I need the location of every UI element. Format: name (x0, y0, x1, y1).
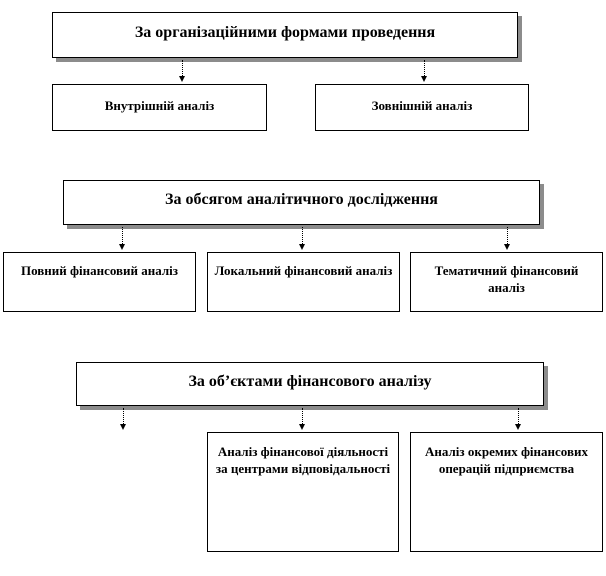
header-label: За об’єктами фінансового аналізу (188, 372, 432, 390)
box-external-analysis: Зовнішній аналіз (315, 84, 529, 131)
box-label: Зовнішній аналіз (371, 98, 473, 113)
box-internal-analysis: Внутрішній аналіз (52, 84, 267, 131)
box-responsibility-centers: Аналіз фінансової діяльності за центрами… (207, 432, 399, 552)
connector-line (424, 60, 425, 76)
box-label: Тематичний фінансовий аналіз (434, 263, 579, 295)
header-analysis-objects: За об’єктами фінансового аналізу (76, 362, 544, 406)
connector-line (302, 227, 303, 244)
arrow-down-icon (119, 244, 125, 250)
header-label: За обсягом аналітичного дослідження (165, 191, 438, 208)
header-research-scope: За обсягом аналітичного дослідження (63, 180, 540, 225)
connector-line (507, 227, 508, 244)
box-label: Аналіз окремих фінансових операцій підпр… (424, 444, 588, 476)
box-label: Внутрішній аналіз (104, 98, 215, 113)
arrow-down-icon (504, 244, 510, 250)
arrow-down-icon (299, 244, 305, 250)
header-organizational-forms: За організаційними формами проведення (52, 12, 518, 58)
arrow-down-icon (299, 424, 305, 430)
box-separate-operations: Аналіз окремих фінансових операцій підпр… (410, 432, 603, 552)
connector-line (123, 408, 124, 424)
arrow-down-icon (515, 424, 521, 430)
connector-line (182, 60, 183, 76)
header-label: За організаційними формами проведення (134, 23, 436, 41)
box-label: Повний фінансовий аналіз (20, 263, 179, 278)
box-full-analysis: Повний фінансовий аналіз (3, 252, 196, 312)
connector-line (302, 408, 303, 424)
connector-line (518, 408, 519, 424)
box-local-analysis: Локальний фінансовий аналіз (207, 252, 400, 312)
connector-line (122, 227, 123, 244)
box-label: Аналіз фінансової діяльності за центрами… (215, 444, 391, 476)
arrow-down-icon (179, 76, 185, 82)
box-thematic-analysis: Тематичний фінансовий аналіз (410, 252, 603, 312)
box-label: Локальний фінансовий аналіз (214, 263, 393, 278)
arrow-down-icon (421, 76, 427, 82)
arrow-down-icon (120, 424, 126, 430)
